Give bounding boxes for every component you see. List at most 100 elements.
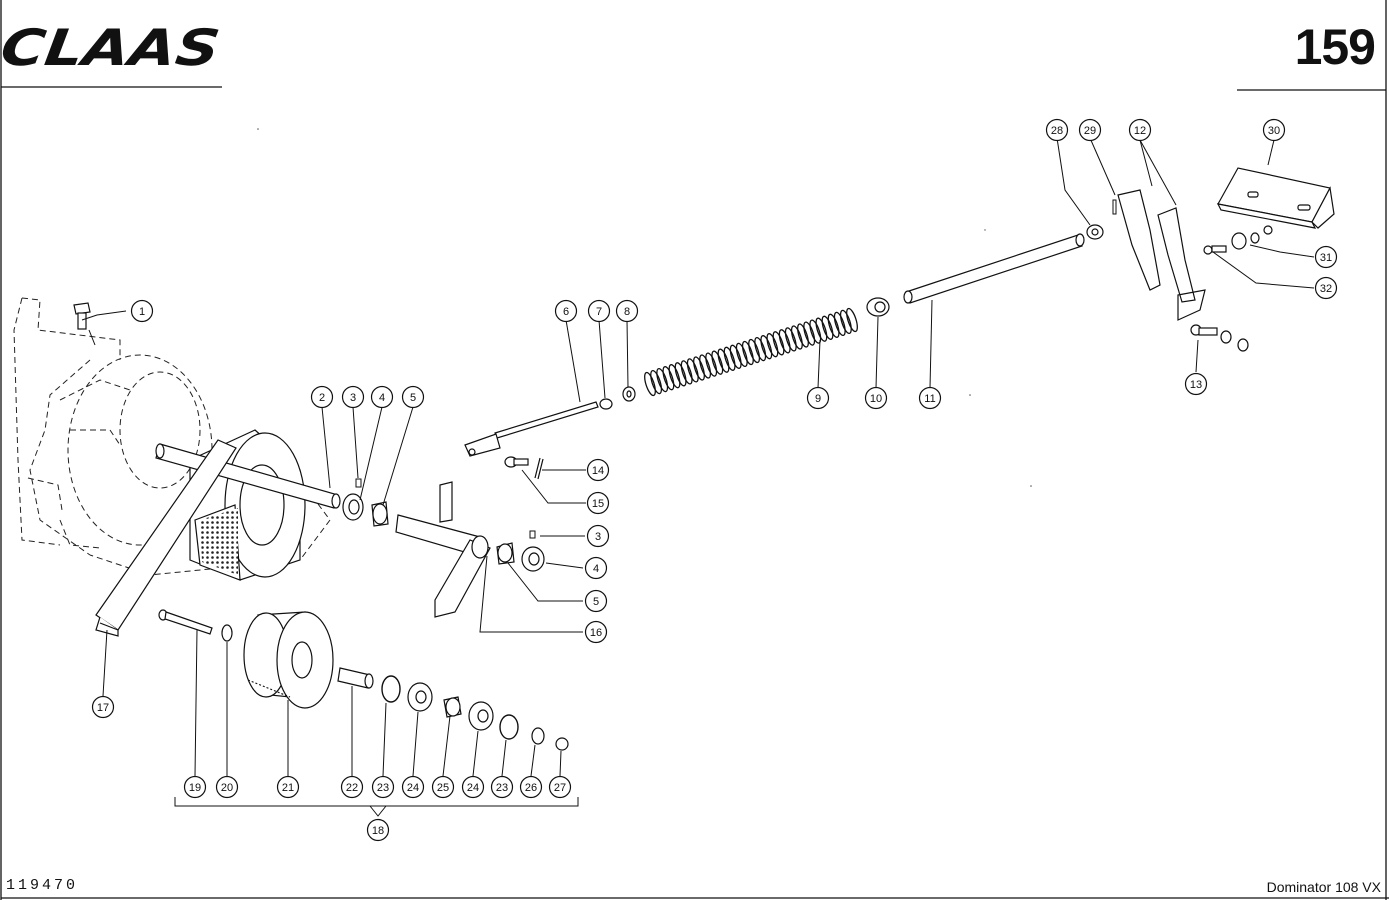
callout-c5b: 5 [584,589,608,613]
callout-c13: 13 [1184,372,1208,396]
spring-coil [656,367,669,393]
leader-lines [81,137,1315,817]
spring-coil [729,344,742,369]
spring-coil [821,315,834,340]
spring-coil [754,336,767,362]
callout-circle [864,386,888,410]
spring-coil [748,338,761,364]
spring-coil [680,360,693,385]
callout-c3b: 3 [586,524,610,548]
callout-circle [918,386,942,410]
callout-label: 28 [1051,125,1063,137]
callout-circle [130,299,154,323]
callout-label: 12 [1134,125,1146,137]
callout-c27: 27 [548,775,572,799]
part-7-nut [599,398,613,410]
callout-circle [1314,276,1338,300]
part-4-bearing-lower [521,546,545,572]
callout-circle [587,299,611,323]
callout-c3a: 3 [341,385,365,409]
part-13-bolt [1190,324,1249,352]
spring-coil [784,327,797,352]
callout-circle [1262,118,1286,142]
part-24-ball-bearing-b [468,701,494,731]
callout-c20: 20 [215,775,239,799]
part-4-bearing-upper [342,493,364,521]
callout-label: 19 [189,782,201,794]
callout-circle [1128,118,1152,142]
callout-circle [554,299,578,323]
callout-label: 13 [1190,379,1202,391]
spring-coil [693,356,705,381]
callout-circle [1078,118,1102,142]
callout-c30: 30 [1262,118,1286,142]
part-9-spring [644,307,858,397]
spring-coil [686,358,699,383]
part-8-washer [622,386,636,402]
spring-coil [766,333,779,358]
part-1-bolt [73,302,91,330]
callout-circle [586,491,610,515]
callout-c15: 15 [586,491,610,515]
part-30-cover-plate [1216,167,1335,229]
callout-label: 5 [410,392,416,404]
callout-c32: 32 [1314,276,1338,300]
callout-circle [341,385,365,409]
drawing-number: 119470 [6,877,79,894]
spring-coil [803,321,816,346]
callout-circle [615,299,639,323]
callout-c9: 9 [806,386,830,410]
part-24-ball-bearing-a [407,682,433,712]
callout-c18: 18 [366,818,390,842]
part-22-sleeve [337,667,374,689]
callout-label: 31 [1320,252,1332,264]
callout-label: 32 [1320,283,1332,295]
callout-c26: 26 [519,775,543,799]
claas-logo: CLAAS [0,18,223,77]
callout-label: 21 [282,782,294,794]
callout-circle [276,775,300,799]
part-29-grease-nipple [1112,199,1117,215]
part-6-tension-rod [464,401,599,457]
callout-circle [340,775,364,799]
callout-label: 16 [590,627,602,639]
spring-coil [717,348,730,373]
callout-c24a: 24 [401,775,425,799]
callout-c6: 6 [554,299,578,323]
part-23-circlip-a [381,675,401,703]
page-number: 159 [1294,19,1376,75]
callout-label: 1 [139,306,145,318]
callout-circle [1045,118,1069,142]
spring-coil [644,371,656,397]
callout-circle [519,775,543,799]
callout-circle [366,818,390,842]
callout-label: 20 [221,782,233,794]
spring-coil [723,346,736,371]
part-19-bolt [158,609,213,635]
callout-c12: 12 [1128,118,1152,142]
part-14-split-pin [534,457,544,480]
callout-c4a: 4 [370,385,394,409]
part-5-bushing-upper [371,501,389,527]
callout-label: 14 [592,465,604,477]
spring-coil [668,364,681,389]
callout-label: 26 [525,782,537,794]
callout-circle [401,775,425,799]
callout-c14: 14 [586,458,610,482]
spring-coil [839,309,852,335]
part-31-washer-nut [1231,225,1273,250]
part-32-bolt [1203,245,1227,255]
part-10-bearing [866,297,890,317]
callout-c2: 2 [310,385,334,409]
spring-coil [833,311,846,337]
callout-circle [215,775,239,799]
part-12-bracket-pair [1117,189,1206,321]
part-3-grease-nipple-lower [529,530,536,539]
callout-label: 30 [1268,125,1280,137]
spring-coil [741,340,754,366]
callout-label: 7 [596,306,602,318]
scan-specks [257,128,1032,487]
callout-label: 3 [595,531,601,543]
callout-circle [584,620,608,644]
